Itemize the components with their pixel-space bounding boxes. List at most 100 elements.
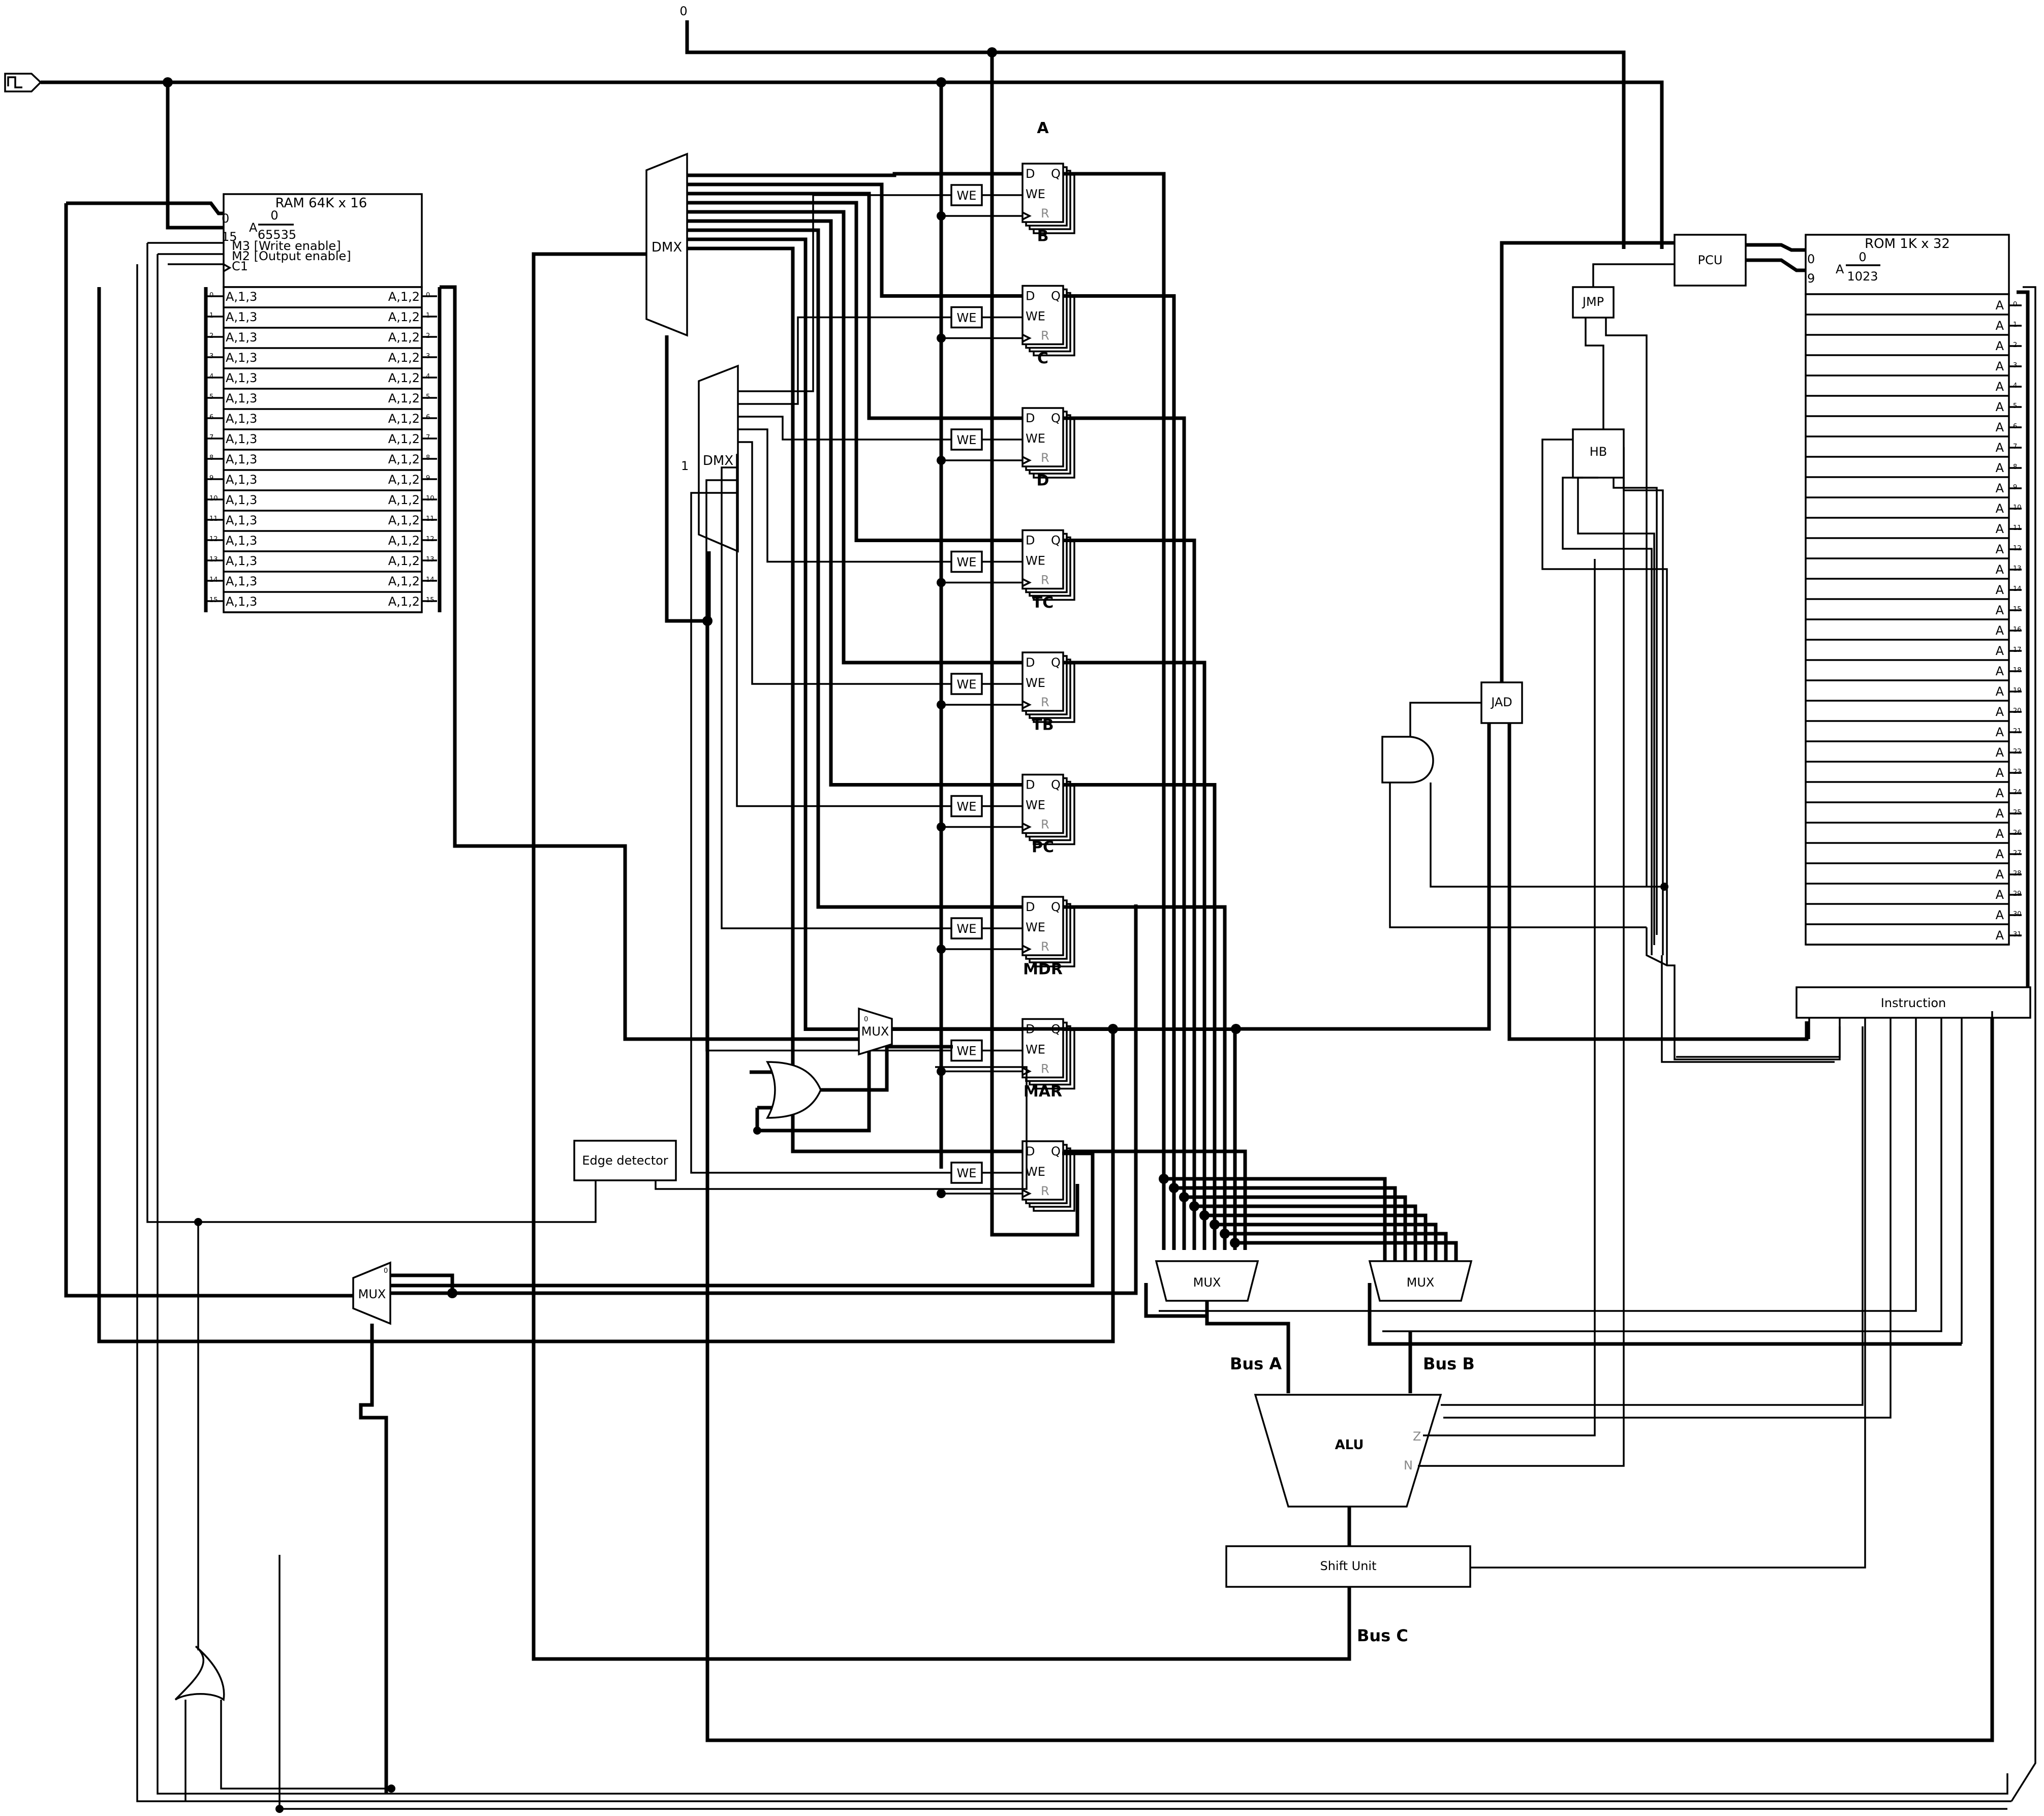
- demux-2: DMX 1: [681, 364, 739, 553]
- rom-cell-label: A: [1996, 562, 2004, 577]
- svg-text:0: 0: [384, 1267, 388, 1275]
- svg-text:15: 15: [222, 230, 237, 244]
- ram-cell-label: A,1,2: [388, 473, 420, 487]
- ram-cell-label: A,1,2: [388, 534, 420, 548]
- ram-output-enable: M2 [Output enable]: [232, 249, 351, 263]
- jad-block: JAD: [1480, 681, 1523, 724]
- bus-a-mux: MUX: [1155, 1260, 1259, 1302]
- rom-cell-label: A: [1996, 502, 2004, 516]
- svg-text:1: 1: [681, 459, 689, 473]
- svg-text:Shift Unit: Shift Unit: [1320, 1559, 1376, 1573]
- ram-cell-label: A,1,3: [226, 412, 257, 426]
- ram-cell-label: A,1,2: [388, 554, 420, 568]
- svg-text:Q: Q: [1051, 289, 1061, 303]
- svg-text:D: D: [1026, 778, 1035, 792]
- bus-b-label: Bus B: [1423, 1354, 1475, 1373]
- svg-text:R: R: [1041, 695, 1049, 709]
- ram-64k: RAM 64K x 16 0 15 A 0 65535 M3 [Write en…: [204, 193, 442, 613]
- rom-cell-label: A: [1996, 542, 2004, 556]
- svg-text:R: R: [1041, 573, 1049, 587]
- svg-text:WE: WE: [957, 1166, 977, 1180]
- register-tb: D Q WE R WE TB: [687, 219, 1217, 1250]
- svg-text:D: D: [1026, 167, 1035, 181]
- ram-cell-label: A,1,2: [388, 574, 420, 588]
- rom-cell-label: A: [1996, 339, 2004, 353]
- svg-text:0: 0: [270, 208, 278, 223]
- pcu: PCU: [1674, 234, 1747, 287]
- ram-cell-label: A,1,2: [388, 412, 420, 426]
- ram-cell-label: A,1,2: [388, 310, 420, 324]
- ram-cell-label: A,1,3: [226, 432, 257, 446]
- rom-cell-label: A: [1996, 298, 2004, 312]
- svg-text:HB: HB: [1590, 445, 1607, 459]
- ram-cell-label: A,1,2: [388, 371, 420, 385]
- mar-or-gate: [765, 1061, 822, 1119]
- rom-cell-label: A: [1996, 664, 2004, 678]
- rom-cell-label: A: [1996, 400, 2004, 414]
- rom-cell-label: A: [1996, 583, 2004, 597]
- clock-source[interactable]: [4, 73, 42, 92]
- rom-cell-label: A: [1996, 847, 2004, 861]
- ram-cell-label: A,1,3: [226, 310, 257, 324]
- rom-cell-label: A: [1996, 380, 2004, 394]
- svg-text:WE: WE: [1026, 554, 1045, 568]
- bottom-or-gate: [174, 1645, 225, 1702]
- register-tc: D Q WE R WE TC: [687, 210, 1206, 1250]
- svg-text:R: R: [1041, 940, 1049, 954]
- rom-cell-label: A: [1996, 827, 2004, 841]
- rom-cell-label: A: [1996, 684, 2004, 699]
- svg-text:0: 0: [1859, 250, 1866, 264]
- ram-cell-label: A,1,3: [226, 574, 257, 588]
- svg-text:WE: WE: [1026, 676, 1045, 690]
- svg-text:WE: WE: [1026, 187, 1045, 201]
- svg-text:WE: WE: [957, 555, 977, 570]
- svg-text:1023: 1023: [1847, 269, 1878, 284]
- register-name: TC: [1032, 594, 1054, 612]
- demux-1: DMX: [645, 152, 688, 337]
- svg-text:D: D: [1026, 900, 1035, 914]
- rom-cell-label: A: [1996, 806, 2004, 821]
- edge-detector: Edge detector: [573, 1140, 677, 1181]
- rom-cell-label: A: [1996, 420, 2004, 434]
- svg-text:N: N: [1404, 1458, 1413, 1473]
- svg-text:D: D: [1026, 655, 1035, 670]
- svg-text:WE: WE: [957, 189, 977, 203]
- ram-cell-label: A,1,3: [226, 391, 257, 405]
- svg-text:Instruction: Instruction: [1881, 996, 1946, 1010]
- svg-text:WE: WE: [957, 677, 977, 692]
- register-name: MDR: [1023, 961, 1063, 979]
- svg-text:D: D: [1026, 411, 1035, 425]
- rom-cell-label: A: [1996, 359, 2004, 373]
- ram-cell-label: A,1,2: [388, 513, 420, 527]
- mar-mux: MUX 0: [858, 1007, 893, 1056]
- ram-cell-label: A,1,2: [388, 432, 420, 446]
- svg-text:R: R: [1041, 818, 1049, 832]
- svg-text:MUX: MUX: [358, 1287, 386, 1301]
- rom-cell-label: A: [1996, 725, 2004, 739]
- svg-text:Q: Q: [1051, 655, 1061, 670]
- svg-text:JMP: JMP: [1582, 295, 1604, 309]
- rom-cell-label: A: [1996, 623, 2004, 638]
- svg-text:MUX: MUX: [1193, 1275, 1221, 1290]
- svg-text:JAD: JAD: [1490, 695, 1512, 709]
- svg-text:D: D: [1026, 289, 1035, 303]
- register-name: TB: [1032, 716, 1054, 734]
- svg-text:Q: Q: [1051, 1144, 1061, 1159]
- ram-cell-label: A,1,3: [226, 351, 257, 365]
- svg-text:WE: WE: [1026, 1165, 1045, 1179]
- register-name: MAR: [1024, 1083, 1062, 1101]
- rom-cell-label: A: [1996, 888, 2004, 902]
- rom-cell-label: A: [1996, 786, 2004, 800]
- rom-cell-label: A: [1996, 644, 2004, 658]
- svg-text:PCU: PCU: [1698, 253, 1723, 267]
- ram-cell-label: A,1,3: [226, 290, 257, 304]
- svg-text:0: 0: [1807, 252, 1815, 266]
- ram-cell-label: A,1,3: [226, 513, 257, 527]
- ram-write-enable: M3 [Write enable]: [232, 239, 341, 253]
- svg-text:WE: WE: [1026, 309, 1045, 324]
- svg-text:WE: WE: [957, 800, 977, 814]
